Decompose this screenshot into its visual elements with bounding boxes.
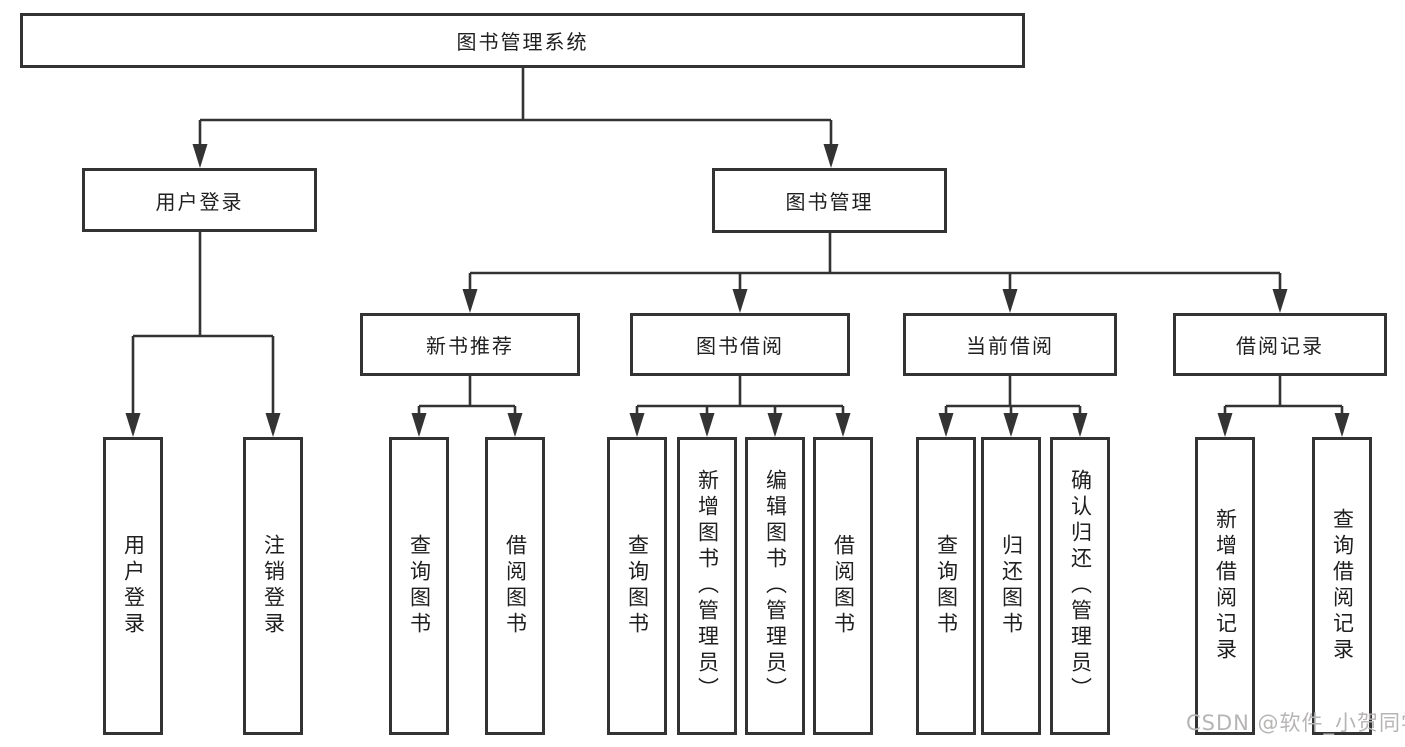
node-book-borrowing: 图书借阅 [630,313,850,376]
node-user-login: 用户登录 [82,168,317,232]
leaf-query-books-current: 查询图书 [916,437,976,735]
leaf-label: 归还图书 [999,534,1024,638]
node-borrowing-records: 借阅记录 [1173,313,1387,376]
leaf-label: 查询图书 [625,534,650,638]
leaf-label: 用户登录 [121,534,146,638]
leaf-label: 确认归还（管理员） [1068,469,1093,703]
node-book-management: 图书管理 [712,168,947,233]
leaf-edit-book-admin: 编辑图书（管理员） [745,437,805,735]
node-label: 借阅记录 [1236,334,1324,358]
leaf-label: 借阅图书 [831,534,856,638]
node-label: 图书借阅 [696,334,784,358]
leaf-label: 查询图书 [407,534,432,638]
leaf-label: 编辑图书（管理员） [763,469,788,703]
node-label: 图书管理 [785,190,874,214]
leaf-query-books-borrowing: 查询图书 [607,437,667,735]
leaf-label: 新增借阅记录 [1213,508,1238,664]
leaf-borrow-books-recommend: 借阅图书 [485,437,545,735]
leaf-add-book-admin: 新增图书（管理员） [677,437,737,735]
csdn-watermark: CSDN @软件_小贺同学 [1186,711,1405,735]
node-new-book-recommendation: 新书推荐 [360,313,580,376]
leaf-borrow-books-borrowing: 借阅图书 [813,437,873,735]
leaf-label: 新增图书（管理员） [695,469,720,703]
leaf-user-login: 用户登录 [103,437,163,735]
node-label: 图书管理系统 [456,30,589,54]
leaf-logout: 注销登录 [243,437,303,735]
leaf-confirm-return-admin: 确认归还（管理员） [1050,437,1110,735]
leaf-add-borrow-record: 新增借阅记录 [1195,437,1255,735]
leaf-label: 借阅图书 [503,534,528,638]
leaf-label: 查询借阅记录 [1330,508,1355,664]
node-label: 用户登录 [155,189,244,214]
leaf-query-books-recommend: 查询图书 [389,437,449,735]
leaf-label: 查询图书 [934,534,959,638]
leaf-label: 注销登录 [261,534,286,638]
arrowhead-icons [125,144,1350,437]
node-current-borrowing: 当前借阅 [903,313,1117,376]
leaf-return-book: 归还图书 [981,437,1041,735]
leaf-query-borrow-record: 查询借阅记录 [1312,437,1372,735]
node-label: 新书推荐 [426,334,514,358]
node-label: 当前借阅 [966,334,1054,358]
node-library-management-system: 图书管理系统 [20,13,1025,68]
